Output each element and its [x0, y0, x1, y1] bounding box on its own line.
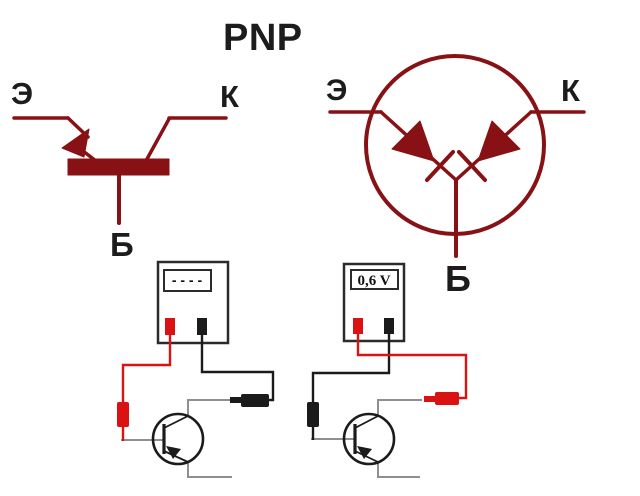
multimeter-reading: 0,6 V — [357, 273, 390, 289]
multimeter-display — [350, 269, 399, 290]
transistor-collector — [354, 415, 379, 429]
black-jack — [384, 318, 394, 334]
red-test-wire — [356, 334, 468, 400]
collector-lead — [187, 399, 232, 415]
collector-diode-cathode-bar — [457, 150, 487, 182]
multimeter-display — [163, 269, 212, 292]
transistor-collector — [163, 415, 189, 429]
black-jack — [197, 318, 207, 335]
emitter-label: Э — [326, 74, 347, 107]
black-test-wire — [200, 334, 275, 402]
collector-lead — [377, 399, 422, 415]
red-probe-connector — [435, 392, 459, 405]
red-test-wire — [121, 334, 172, 404]
transistor-emitter — [163, 450, 189, 463]
pnp-diode-equivalent: Э К Б — [326, 54, 586, 299]
multimeter-reading: - - - - — [172, 272, 203, 288]
transistor-symbol — [151, 412, 205, 466]
pnp-arrow-icon — [166, 446, 181, 459]
pnp-schematic-symbol: Э К Б — [11, 76, 239, 263]
transistor-emitter — [354, 450, 379, 463]
page-title: PNP — [223, 17, 303, 59]
emitter-lead — [377, 462, 420, 478]
red-probe-connector — [117, 402, 129, 427]
red-probe-tip — [424, 396, 436, 402]
base-bar — [67, 158, 170, 176]
black-test-wire — [311, 334, 391, 404]
red-jack — [353, 318, 363, 334]
red-jack — [165, 318, 175, 335]
emitter-label: Э — [11, 76, 33, 111]
emitter-diode-arrow-icon — [391, 120, 435, 162]
collector-label: К — [220, 79, 239, 114]
emitter-lead — [187, 462, 232, 478]
base-label: Б — [445, 258, 471, 299]
base-label: Б — [110, 226, 134, 263]
black-probe-connector — [241, 394, 269, 407]
pnp-arrow-icon — [357, 446, 372, 459]
collector-diode-arrow-icon — [477, 120, 521, 162]
collector-diagonal — [145, 117, 171, 161]
transistor-symbol — [342, 412, 396, 466]
emitter-diode-cathode-bar — [425, 150, 455, 182]
left-test-circuit: - - - - — [117, 260, 275, 478]
black-probe-tip — [230, 397, 242, 403]
right-test-circuit: 0,6 V — [307, 262, 468, 478]
black-probe-connector — [307, 402, 319, 427]
collector-label: К — [561, 73, 580, 108]
